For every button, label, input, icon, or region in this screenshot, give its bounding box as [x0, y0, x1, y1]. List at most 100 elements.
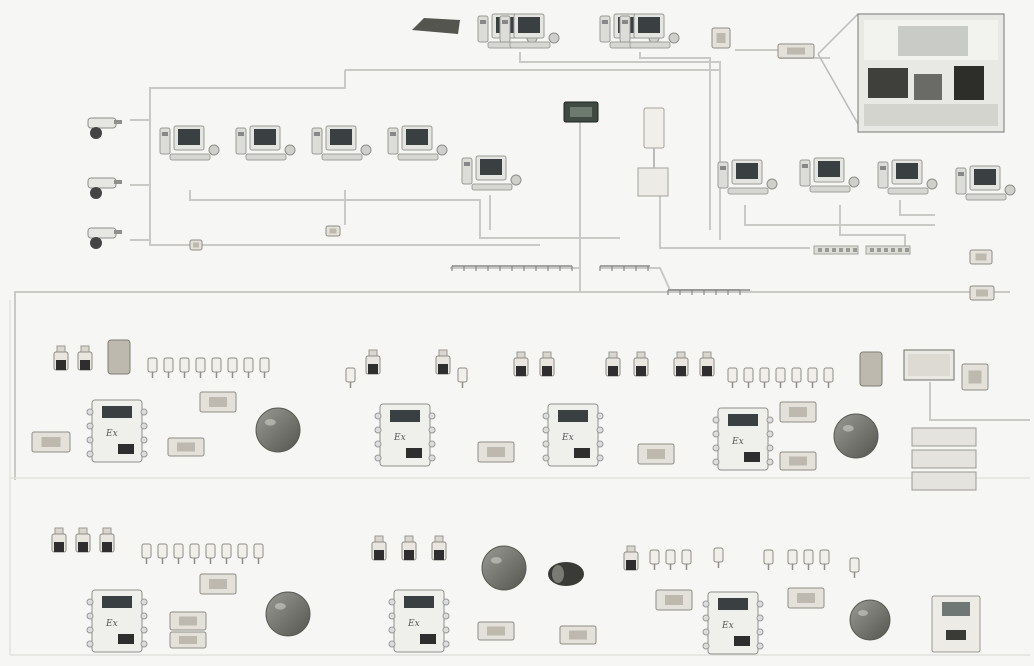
office-photo-icon — [818, 14, 1004, 132]
server-icon — [548, 562, 584, 586]
sensor-icon — [52, 528, 66, 552]
server-icon — [788, 588, 824, 608]
sensor-icon — [372, 536, 386, 560]
server-icon — [168, 438, 204, 456]
sensor-icon — [804, 550, 813, 570]
monitor-panel-icon — [904, 350, 954, 380]
sensor-icon — [666, 550, 675, 570]
sensor-icon — [260, 358, 269, 378]
workstation-icon — [462, 156, 521, 190]
sensor-icon — [606, 352, 620, 376]
sensor-icon — [760, 368, 769, 388]
sensor-icon — [100, 528, 114, 552]
sensor-icon — [514, 352, 528, 376]
server-icon — [564, 102, 598, 122]
sensor-icon — [436, 350, 450, 374]
printer-icon — [412, 18, 460, 34]
sensor-icon — [158, 544, 167, 564]
server-icon — [326, 226, 340, 236]
sensor-icon — [212, 358, 221, 378]
server-icon — [970, 250, 992, 264]
controller-icon: Ex — [375, 404, 435, 466]
camera-icon — [88, 228, 122, 249]
sensor-icon — [764, 550, 773, 570]
server-icon — [778, 44, 814, 58]
sensor-icon — [700, 352, 714, 376]
workstation-icon — [878, 160, 937, 194]
server-icon — [638, 108, 668, 196]
switch-icon — [866, 246, 910, 254]
sensor-icon — [624, 546, 638, 570]
server-icon — [970, 286, 994, 300]
ex-label: Ex — [105, 619, 118, 629]
server-icon — [780, 452, 816, 470]
workstation-icon — [160, 126, 219, 160]
sensor-icon — [180, 358, 189, 378]
camera-icon — [88, 118, 122, 139]
controller-icon: Ex — [713, 408, 773, 470]
sensor-icon — [714, 548, 723, 568]
sensor-icon — [254, 544, 263, 564]
ex-label: Ex — [721, 621, 734, 631]
sensor-icon — [148, 358, 157, 378]
sphere-icon — [266, 592, 310, 636]
sensor-icon — [244, 358, 253, 378]
sensor-icon — [682, 550, 691, 570]
sensor-icon — [458, 368, 467, 388]
server-icon — [478, 622, 514, 640]
sensor-icon — [432, 536, 446, 560]
sensor-icon — [650, 550, 659, 570]
sensor-icon — [850, 558, 859, 578]
sensor-icon — [190, 544, 199, 564]
server-icon — [200, 574, 236, 594]
sensor-icon — [808, 368, 817, 388]
server-icon — [32, 432, 70, 452]
workstation-icon — [800, 158, 859, 192]
sensor-icon — [634, 352, 648, 376]
sensor-icon — [744, 368, 753, 388]
workstation-icon — [388, 126, 447, 160]
sphere-icon — [834, 414, 878, 458]
controller-icon: Ex — [389, 590, 449, 652]
sensor-icon — [54, 346, 68, 370]
switch-icon — [814, 246, 858, 254]
ex-label: Ex — [393, 433, 406, 443]
server-icon — [962, 364, 988, 390]
server-icon — [170, 632, 206, 648]
server-icon — [712, 28, 730, 48]
controller-icon: Ex — [703, 592, 763, 654]
sensor-icon — [540, 352, 554, 376]
workstation-icon — [718, 160, 777, 194]
controller-icon: Ex — [543, 404, 603, 466]
server-icon — [108, 340, 130, 374]
sensor-icon — [402, 536, 416, 560]
sensor-icon — [788, 550, 797, 570]
server-icon — [200, 392, 236, 412]
workstation-icon — [312, 126, 371, 160]
sensor-icon — [820, 550, 829, 570]
sensor-icon — [76, 528, 90, 552]
sensor-icon — [206, 544, 215, 564]
workstation-icon — [956, 166, 1015, 200]
workstation-icon — [236, 126, 295, 160]
controller-icon: Ex — [87, 590, 147, 652]
ex-label: Ex — [105, 429, 118, 439]
sensor-icon — [142, 544, 151, 564]
server-icon — [560, 626, 596, 644]
sensor-icon — [164, 358, 173, 378]
server-icon — [478, 442, 514, 462]
sensor-icon — [674, 352, 688, 376]
sphere-icon — [482, 546, 526, 590]
sensor-icon — [196, 358, 205, 378]
sphere-icon — [850, 600, 890, 640]
server-icon — [170, 612, 206, 630]
sensor-icon — [174, 544, 183, 564]
sensor-icon — [228, 358, 237, 378]
sensor-icon — [238, 544, 247, 564]
server-icon — [780, 402, 816, 422]
server-icon — [912, 428, 976, 490]
ex-label: Ex — [407, 619, 420, 629]
sphere-icon — [256, 408, 300, 452]
sensor-icon — [776, 368, 785, 388]
